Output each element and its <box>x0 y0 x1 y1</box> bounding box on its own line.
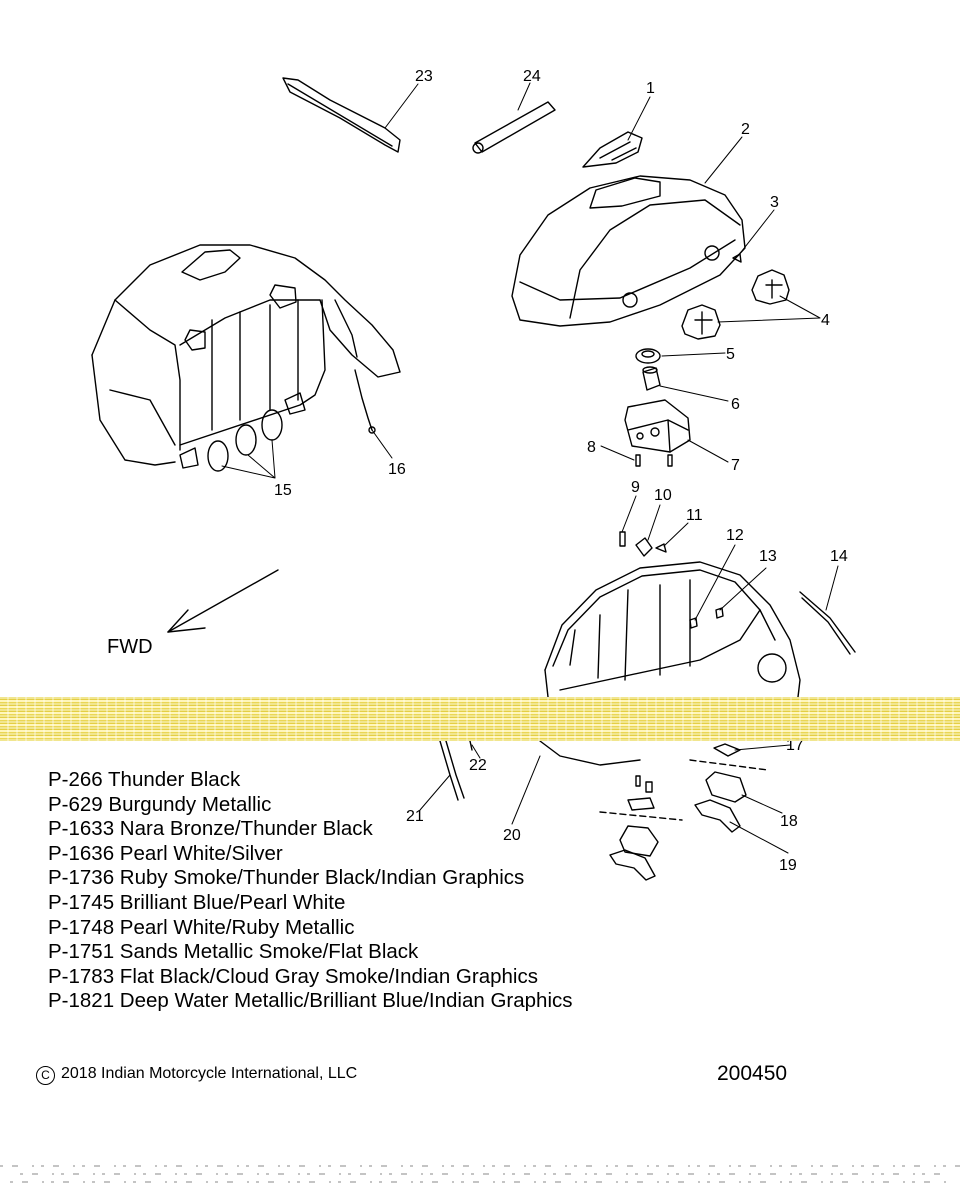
seal-ring-part-5 <box>635 348 661 364</box>
callout-8: 8 <box>587 439 596 456</box>
copyright-icon: C <box>36 1066 55 1085</box>
copyright-notice: C 2018 Indian Motorcycle International, L… <box>36 1065 357 1085</box>
legend-item: P-1736 Ruby Smoke/Thunder Black/Indian G… <box>48 866 525 890</box>
callout-24: 24 <box>523 68 541 85</box>
callout-2: 2 <box>741 121 750 138</box>
callout-10: 10 <box>654 487 672 504</box>
paint-color-legend: P-266 Thunder Black P-629 Burgundy Metal… <box>48 768 573 1014</box>
seal-strip-part-24 <box>472 101 556 154</box>
callout-7: 7 <box>731 457 740 474</box>
legend-item: P-1783 Flat Black/Cloud Gray Smoke/India… <box>48 964 538 988</box>
lock-cylinder-part-6 <box>642 366 661 391</box>
latch-emblem-part-1 <box>582 131 643 168</box>
copyright-text: 2018 Indian Motorcycle International, LL… <box>61 1065 358 1082</box>
screw-part-3 <box>732 253 742 263</box>
scan-artifact-band <box>0 697 960 741</box>
callout-6: 6 <box>731 396 740 413</box>
callout-1: 1 <box>646 80 655 97</box>
callout-21: 21 <box>406 808 424 825</box>
bracket-part-18 <box>619 771 747 857</box>
screw-part-8 <box>635 454 673 467</box>
callout-9: 9 <box>631 479 640 496</box>
fwd-label: FWD <box>107 636 153 658</box>
cable-part-16 <box>354 369 376 434</box>
legend-item: P-1821 Deep Water Metallic/Brilliant Blu… <box>48 989 573 1013</box>
callout-4: 4 <box>821 312 830 329</box>
saddlebag-assembly-rear-view <box>91 244 401 469</box>
legend-item: P-629 Burgundy Metallic <box>48 792 272 816</box>
callout-numbers: 1 2 3 4 5 6 7 8 9 10 11 12 13 14 15 16 1… <box>107 68 848 874</box>
callout-15: 15 <box>274 482 292 499</box>
callout-13: 13 <box>759 548 777 565</box>
callout-20: 20 <box>503 827 521 844</box>
strip-part-22 <box>469 740 473 751</box>
hardware-parts-9-10-11 <box>619 531 667 557</box>
legend-item: P-1633 Nara Bronze/Thunder Black <box>48 817 373 841</box>
clip-part-19 <box>609 799 741 881</box>
lock-cover-part-4 <box>681 269 790 340</box>
callout-5: 5 <box>726 346 735 363</box>
document-number: 200450 <box>717 1062 788 1085</box>
fwd-arrow <box>167 569 279 633</box>
trim-strip-part-23 <box>282 77 401 153</box>
callout-23: 23 <box>415 68 433 85</box>
saddlebag-body-part-20 <box>539 561 801 766</box>
legend-item: P-1748 Pearl White/Ruby Metallic <box>48 915 355 939</box>
latch-housing-part-7 <box>624 399 691 453</box>
callout-17: 17 <box>786 737 804 754</box>
callout-18: 18 <box>780 813 798 830</box>
guide-lines <box>599 759 769 821</box>
trim-seal-part-14 <box>799 591 856 655</box>
callout-11: 11 <box>686 507 703 524</box>
clamp-part-15 <box>207 409 283 472</box>
saddlebag-lid-part-2 <box>511 175 746 327</box>
callout-3: 3 <box>770 194 779 211</box>
small-hardware <box>627 775 655 811</box>
callout-14: 14 <box>830 548 848 565</box>
legend-item: P-1751 Sands Metallic Smoke/Flat Black <box>48 940 419 964</box>
legend-item: P-266 Thunder Black <box>48 768 241 791</box>
callout-16: 16 <box>388 461 406 478</box>
screw-parts-12-13 <box>689 607 724 629</box>
scan-noise-strip <box>0 1165 960 1183</box>
legend-item: P-1636 Pearl White/Silver <box>48 841 283 865</box>
callout-12: 12 <box>726 527 744 544</box>
callout-19: 19 <box>779 857 797 874</box>
callout-22: 22 <box>469 757 487 774</box>
leader-lines <box>221 82 839 854</box>
legend-item: P-1745 Brilliant Blue/Pearl White <box>48 890 346 914</box>
